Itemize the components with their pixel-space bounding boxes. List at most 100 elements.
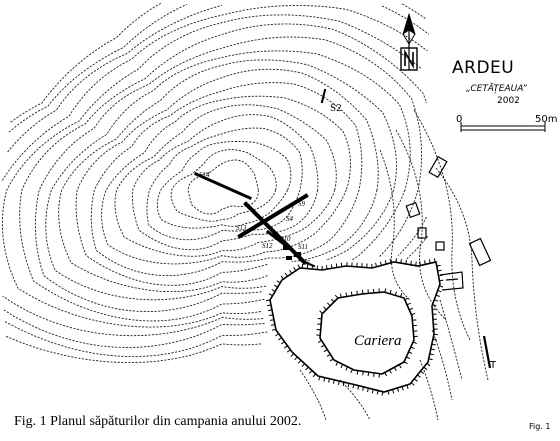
section-label-s4: S4 bbox=[286, 215, 293, 223]
hachure-tick bbox=[334, 294, 339, 299]
hachure-tick bbox=[271, 288, 276, 292]
contour-line bbox=[413, 109, 471, 341]
hachure-tick bbox=[434, 299, 439, 302]
hachure-tick bbox=[274, 284, 278, 288]
hachure-tick bbox=[373, 372, 375, 377]
hachure-tick bbox=[350, 369, 353, 374]
campaign-year: 2002 bbox=[497, 96, 520, 106]
hachure-tick bbox=[356, 290, 358, 295]
hachure-tick bbox=[392, 389, 395, 394]
section-label-s14: S14 bbox=[199, 171, 210, 179]
contour-line bbox=[58, 59, 397, 293]
hachure-tick bbox=[437, 289, 442, 293]
hachure-tick bbox=[410, 260, 412, 265]
hachure-tick bbox=[325, 265, 328, 270]
hachure-tick bbox=[340, 364, 344, 369]
contour-line bbox=[114, 104, 337, 257]
hachure-tick bbox=[375, 262, 378, 267]
north-arrow-icon bbox=[400, 12, 418, 71]
hachure-tick bbox=[367, 387, 369, 393]
hachure-tick bbox=[284, 272, 288, 277]
hachure-tick bbox=[326, 353, 331, 357]
hachure-tick bbox=[406, 356, 411, 360]
hachure-tick bbox=[379, 261, 382, 266]
hachure-tick bbox=[337, 380, 340, 386]
hachure-tick bbox=[323, 349, 328, 353]
hachure-tick bbox=[389, 369, 392, 374]
quarry-hachures bbox=[265, 258, 444, 396]
hachure-tick bbox=[317, 339, 322, 343]
contour-line bbox=[419, 359, 439, 421]
hachure-tick bbox=[426, 362, 431, 367]
hachure-tick bbox=[342, 382, 345, 387]
hachure-tick bbox=[283, 345, 288, 349]
hachure-tick bbox=[428, 259, 431, 264]
hachure-tick bbox=[408, 351, 413, 355]
hachure-tick bbox=[276, 280, 281, 284]
hachure-tick bbox=[271, 329, 276, 331]
hachure-tick bbox=[415, 261, 417, 266]
hachure-tick bbox=[330, 298, 335, 303]
hachure-tick bbox=[409, 307, 414, 311]
contour-line bbox=[435, 167, 489, 381]
contour-line bbox=[101, 95, 351, 265]
contour-line bbox=[34, 36, 423, 313]
hachure-tick bbox=[265, 299, 271, 302]
hachure-tick bbox=[333, 379, 335, 384]
hachure-tick bbox=[293, 267, 297, 272]
contour-line bbox=[299, 369, 327, 421]
hachure-tick bbox=[431, 343, 436, 346]
hachure-tick bbox=[335, 361, 339, 366]
hachure-tick bbox=[281, 341, 285, 345]
hachure-tick bbox=[323, 306, 327, 311]
section-label-s10: S10 bbox=[280, 235, 291, 243]
hachure-tick bbox=[384, 288, 387, 293]
hachure-tick bbox=[419, 261, 421, 266]
hachure-tick bbox=[329, 358, 334, 362]
hachure-tick bbox=[269, 319, 274, 321]
hachure-tick bbox=[424, 260, 426, 265]
hachure-tick bbox=[432, 304, 437, 307]
hachure-tick bbox=[381, 391, 384, 396]
hachure-tick bbox=[401, 386, 404, 391]
hachure-tick bbox=[410, 346, 415, 350]
figure-number-label: Fig. 1 bbox=[529, 422, 551, 431]
hachure-tick bbox=[384, 372, 388, 377]
hachure-tick bbox=[433, 258, 436, 263]
hachure-tick bbox=[362, 371, 364, 376]
hachure-tick bbox=[406, 384, 409, 389]
contour-line bbox=[1, 5, 428, 337]
hachure-tick bbox=[330, 264, 333, 269]
hachure-tick bbox=[347, 383, 350, 388]
hachure-tick bbox=[357, 385, 360, 390]
hachure-tick bbox=[278, 337, 282, 341]
hachure-tick bbox=[327, 302, 331, 307]
hachure-tick bbox=[428, 358, 433, 361]
hachure-tick bbox=[389, 289, 392, 294]
contour-line bbox=[339, 379, 371, 421]
hachure-tick bbox=[439, 279, 444, 282]
hachure-tick bbox=[290, 353, 295, 357]
hachure-tick bbox=[289, 269, 293, 274]
hachure-tick bbox=[340, 262, 343, 267]
figure-caption: Fig. 1 Planul săpăturilor din campania a… bbox=[14, 414, 302, 429]
hachure-tick bbox=[378, 373, 381, 378]
contour-line bbox=[439, 299, 463, 381]
hachure-tick bbox=[394, 291, 397, 296]
hachure-tick bbox=[266, 304, 272, 307]
contour-line bbox=[395, 129, 447, 321]
hachure-tick bbox=[320, 344, 325, 348]
contour-line bbox=[1, 14, 429, 328]
scale-start-label: 0 bbox=[456, 114, 463, 125]
contour-line bbox=[379, 149, 411, 301]
site-subtitle: „CETĂȚEAUA” bbox=[466, 84, 527, 94]
marker-t-label: T bbox=[490, 360, 497, 371]
contour-line bbox=[75, 68, 379, 286]
contour-lines bbox=[1, 3, 430, 363]
hachure-tick bbox=[297, 359, 302, 364]
hachure-tick bbox=[280, 275, 284, 280]
hachure-tick bbox=[411, 312, 416, 316]
hachure-tick bbox=[423, 366, 428, 371]
hachure-tick bbox=[400, 292, 403, 298]
contour-line bbox=[187, 159, 259, 215]
